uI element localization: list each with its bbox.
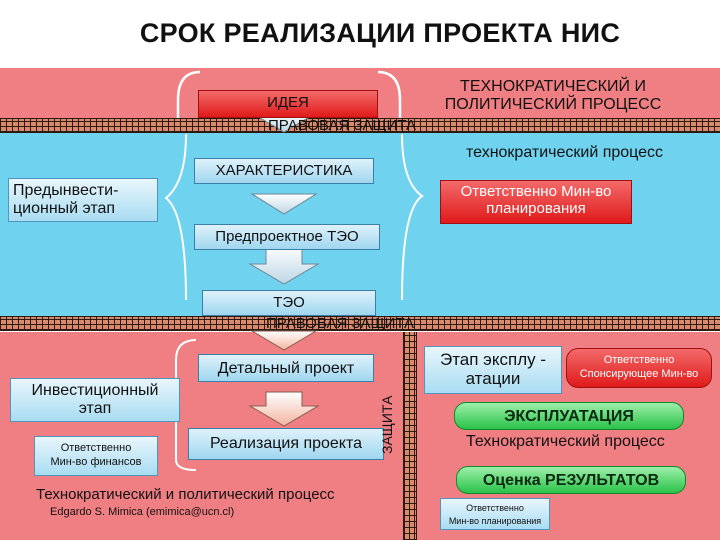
responsible-small-line2: Мин-во планирования	[448, 515, 542, 526]
feasibility-label: ТЭО	[273, 294, 305, 311]
implementation-label: Реализация проекта	[209, 435, 363, 452]
protection-bar-vertical	[403, 332, 417, 540]
feasibility-box: ТЭО	[202, 290, 376, 316]
author-credit: Edgardo S. Mimica (emimica@ucn.cl)	[50, 506, 235, 518]
preinvest-stage-line1: Предынвести-	[13, 182, 119, 199]
legal-protection-label-middle: ПРАВОВАЯ ЗАЩИТА	[266, 315, 415, 332]
legal-protection-label-top: ПРАВОВАЯ ЗАЩИТА	[268, 117, 417, 134]
operation-box: ЭКСПЛУАТАЦИЯ	[454, 402, 684, 430]
bracket-top-right	[377, 70, 402, 118]
page-title: СРОК РЕАЛИЗАЦИИ ПРОЕКТА НИС	[139, 18, 621, 48]
protection-vertical-text: ЗАЩИТА	[379, 395, 395, 454]
investment-stage-box: Инвестиционный этап	[10, 378, 180, 422]
operation-stage-line1: Этап эксплу -	[439, 350, 546, 369]
top-process-line1: ТЕХНОКРАТИЧЕСКИЙ И	[460, 78, 646, 95]
preinvest-stage-line2: ционный этап	[13, 199, 116, 217]
invest-stage-line2: этап	[78, 399, 112, 417]
pre-feasibility-box: Предпроектное ТЭО	[194, 224, 380, 250]
arrow-down-2	[248, 245, 320, 285]
responsible-planning-line2: планирования	[486, 199, 586, 217]
arrow-down-1	[250, 193, 318, 215]
responsible-small-line1: Ответственно	[466, 503, 524, 513]
bracket-preinvest-right	[401, 133, 424, 301]
responsible-planning-line1: Ответственно Мин-во	[460, 183, 612, 200]
idea-label: ИДЕЯ	[267, 94, 309, 111]
idea-box: ИДЕЯ	[198, 90, 378, 118]
top-process-line2: ПОЛИТИЧЕСКИЙ ПРОЦЕСС	[444, 96, 662, 113]
invest-process-label: Технократический и политический процесс	[36, 486, 335, 503]
responsible-planning-small-box: Ответственно Мин-во планирования	[440, 498, 550, 530]
characteristic-label: ХАРАКТЕРИСТИКА	[215, 162, 353, 179]
arrow-down-4	[248, 391, 320, 427]
invest-stage-line1: Инвестиционный	[31, 382, 159, 399]
pre-feasibility-label: Предпроектное ТЭО	[215, 228, 359, 245]
preinvestment-stage-box: Предынвести- ционный этап	[8, 178, 158, 222]
top-process-label: ТЕХНОКРАТИЧЕСКИЙ И ПОЛИТИЧЕСКИЙ ПРОЦЕСС	[418, 78, 688, 114]
legal-protection-bar-middle	[0, 316, 720, 331]
bracket-preinvest-left	[164, 133, 187, 301]
operation-tech-process: Технократический процесс	[466, 433, 665, 450]
legal-protection-bar-top	[0, 118, 720, 133]
evaluation-box: Оценка РЕЗУЛЬТАТОВ	[456, 466, 686, 494]
preinvest-tech-process: технократический процесс	[466, 144, 664, 161]
operation-label: ЭКСПЛУАТАЦИЯ	[504, 408, 634, 425]
characteristic-box: ХАРАКТЕРИСТИКА	[194, 158, 374, 184]
operation-stage-line2: атации	[465, 368, 521, 388]
bracket-top-left	[176, 70, 201, 118]
responsible-finance-line2: Мин-во финансов	[50, 456, 142, 469]
responsible-finance-line1: Ответственно	[60, 442, 132, 454]
sponsor-line2: Спонсирующее Мин-во	[579, 368, 699, 381]
responsible-finance-box: Ответственно Мин-во финансов	[34, 436, 158, 476]
evaluation-main: РЕЗУЛЬТАТОВ	[545, 472, 660, 489]
sponsor-ministry-box: Ответственно Спонсирующее Мин-во	[566, 348, 712, 388]
operation-stage-box: Этап эксплу - атации	[424, 346, 562, 394]
protection-vertical-label: ЗАЩИТА	[379, 396, 399, 454]
detailed-project-label: Детальный проект	[217, 360, 355, 377]
responsible-planning-box: Ответственно Мин-во планирования	[440, 180, 632, 224]
implementation-box: Реализация проекта	[188, 428, 384, 460]
arrow-down-3	[250, 330, 318, 351]
evaluation-prefix: Оценка	[482, 472, 546, 489]
detailed-project-box: Детальный проект	[198, 354, 374, 382]
sponsor-line1: Ответственно	[603, 354, 675, 366]
